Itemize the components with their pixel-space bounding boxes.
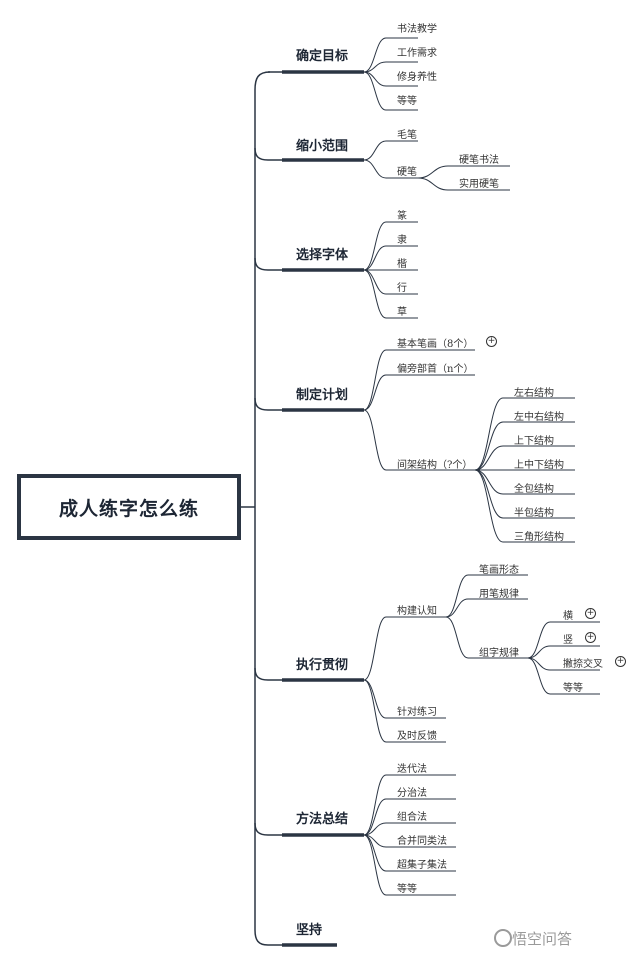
- leaf-connector: [363, 374, 475, 411]
- leaf-connector: [363, 834, 456, 896]
- scope-hard: 硬笔: [397, 167, 417, 178]
- exec-build: 构建认知: [397, 606, 437, 617]
- compose-leaf: 竖: [563, 635, 573, 646]
- leaf-connector: [363, 245, 418, 271]
- leaf-connector: [363, 37, 418, 73]
- expand-plus-icon[interactable]: +: [585, 632, 596, 643]
- expand-plus-icon[interactable]: +: [615, 656, 626, 667]
- watermark-logo-icon: [494, 929, 512, 947]
- leaf-connector: [474, 469, 575, 519]
- scope-hard-leaf: 硬笔书法: [459, 155, 499, 166]
- leaf-connector: [445, 598, 528, 618]
- branch-curve: [254, 822, 269, 836]
- plan-basic: 基本笔画（8个）: [397, 339, 474, 350]
- plan-radical: 偏旁部首（n个）: [397, 364, 474, 375]
- build-leaf: 笔画形态: [479, 565, 519, 576]
- leaf-connector: [527, 645, 600, 659]
- expand-plus-icon[interactable]: +: [486, 336, 497, 347]
- leaf-connector: [363, 616, 446, 681]
- font-leaf: 行: [397, 283, 407, 294]
- leaf-connector: [474, 469, 575, 543]
- branch-curve: [254, 257, 269, 271]
- frame-leaf: 三角形结构: [514, 532, 564, 543]
- leaf-connector: [417, 177, 510, 191]
- spine: [254, 71, 271, 946]
- exec-practice: 针对练习: [397, 707, 437, 718]
- leaf-connector: [363, 798, 456, 836]
- leaf-connector: [474, 397, 575, 471]
- frame-leaf: 上下结构: [514, 436, 554, 447]
- leaf-connector: [527, 657, 600, 695]
- leaf-connector: [363, 269, 418, 319]
- scope-soft: 毛笔: [397, 130, 417, 141]
- plan-frame: 间架结构（?个）: [397, 460, 473, 471]
- frame-leaf: 半包结构: [514, 508, 554, 519]
- leaf-connector: [363, 774, 456, 836]
- font-leaf: 楷: [397, 259, 407, 270]
- compose-leaf: 横: [563, 611, 573, 622]
- branch-goal: 确定目标: [296, 49, 349, 64]
- leaf-connector: [363, 71, 418, 111]
- branch-scope: 缩小范围: [296, 139, 349, 154]
- build-leaf: 用笔规律: [479, 589, 519, 600]
- goal-leaf: 等等: [397, 96, 417, 107]
- leaf-connector: [363, 834, 456, 848]
- frame-leaf: 左右结构: [514, 388, 554, 399]
- branch-curve: [254, 667, 269, 681]
- font-leaf: 草: [397, 307, 407, 318]
- leaf-connector: [363, 140, 418, 161]
- branch-persist: 坚持: [296, 923, 323, 938]
- leaf-connector: [527, 657, 600, 671]
- method-leaf: 分治法: [397, 788, 427, 799]
- branch-exec: 执行贯彻: [296, 658, 349, 673]
- method-leaf: 等等: [397, 884, 417, 895]
- frame-leaf: 上中下结构: [514, 460, 564, 471]
- leaf-connector: [445, 616, 528, 659]
- scope-hard-leaf: 实用硬笔: [459, 179, 499, 190]
- leaf-connector: [474, 445, 575, 471]
- leaf-connector: [363, 679, 446, 743]
- root-topic: 成人练字怎么练: [17, 474, 241, 540]
- leaf-connector: [363, 349, 475, 411]
- font-leaf: 隶: [397, 235, 407, 246]
- goal-leaf: 书法教学: [397, 24, 437, 35]
- goal-leaf: 修身养性: [397, 72, 437, 83]
- leaf-connector: [363, 61, 418, 73]
- branch-curve: [254, 147, 269, 161]
- frame-leaf: 左中右结构: [514, 412, 564, 423]
- goal-leaf: 工作需求: [397, 48, 437, 59]
- compose-leaf: 等等: [563, 683, 583, 694]
- branch-font: 选择字体: [296, 248, 349, 263]
- branch-plan: 制定计划: [296, 388, 349, 403]
- method-leaf: 组合法: [397, 812, 427, 823]
- leaf-connector: [363, 159, 418, 179]
- leaf-connector: [417, 165, 510, 179]
- exec-compose: 组字规律: [479, 648, 519, 659]
- method-leaf: 合并同类法: [397, 836, 447, 847]
- font-leaf: 篆: [397, 211, 407, 222]
- leaf-connector: [445, 574, 528, 618]
- leaf-connector: [363, 409, 475, 471]
- leaf-connector: [363, 221, 418, 271]
- branch-method: 方法总结: [296, 812, 349, 827]
- method-leaf: 迭代法: [397, 764, 427, 775]
- expand-plus-icon[interactable]: +: [585, 608, 596, 619]
- leaf-connector: [527, 621, 600, 659]
- exec-feedback: 及时反馈: [397, 731, 437, 742]
- compose-leaf: 撇捺交叉: [563, 659, 603, 670]
- branch-curve: [254, 397, 269, 411]
- frame-leaf: 全包结构: [514, 484, 554, 495]
- watermark: 悟空问答: [512, 930, 573, 948]
- leaf-connector: [363, 822, 456, 836]
- method-leaf: 超集子集法: [397, 860, 447, 871]
- leaf-connector: [474, 421, 575, 471]
- leaf-connector: [363, 71, 418, 87]
